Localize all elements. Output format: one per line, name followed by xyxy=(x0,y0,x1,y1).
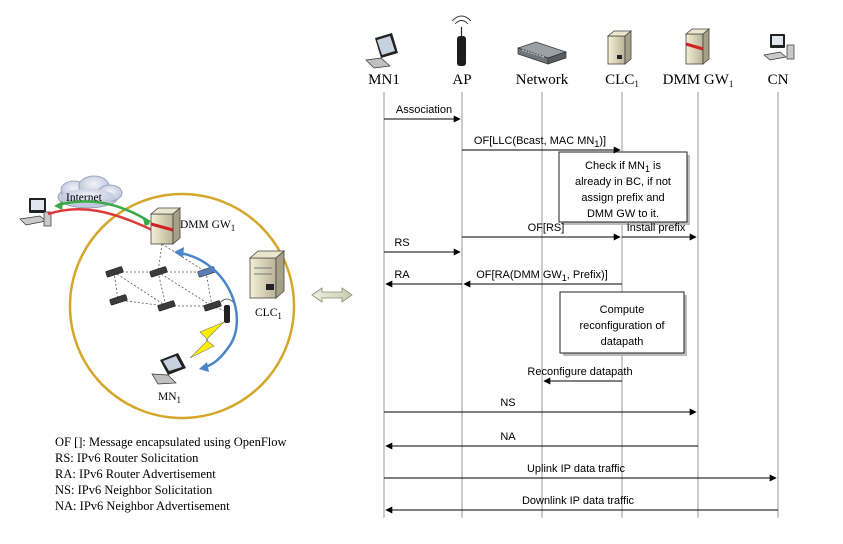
message-label: NS xyxy=(500,397,515,409)
message-label: Reconfigure datapath xyxy=(527,366,632,378)
internet-green-link xyxy=(57,200,151,224)
entity-name: Network xyxy=(516,72,569,88)
entity-label-cn: CN xyxy=(768,72,789,88)
legend: OF []: Message encapsulated using OpenFl… xyxy=(55,435,287,513)
switch-icon xyxy=(516,41,568,65)
legend-item: NS: IPv6 Neighbor Solicitation xyxy=(55,483,213,497)
message-label: RA xyxy=(394,269,410,281)
note-line: DMM GW to it. xyxy=(587,208,659,220)
entity-name: AP xyxy=(452,72,471,88)
wireless-link-icon xyxy=(189,321,225,359)
entity-label-clc: CLC1 xyxy=(605,72,639,89)
entity-label-ap: AP xyxy=(452,72,471,88)
switch-icons xyxy=(105,266,222,312)
note-line: reconfiguration of xyxy=(580,320,666,332)
controller-label: CLC1 xyxy=(255,307,282,321)
message-label: OF[LLC(Bcast, MAC MN1)] xyxy=(474,135,606,149)
entity-name: CN xyxy=(768,72,789,88)
notes: Check if MN1 is already in BC, if not assi… xyxy=(558,151,690,356)
entity-labels: MN1 AP Network CLC1 DMM GW1 CN xyxy=(368,72,788,89)
panel-link-double-arrow xyxy=(311,287,353,303)
internet-red-link xyxy=(47,208,153,232)
message-label: RS xyxy=(394,237,409,249)
note-box xyxy=(558,151,688,223)
legend-item: RA: IPv6 Router Advertisement xyxy=(55,467,216,481)
message-label: NA xyxy=(500,431,516,443)
computer-icon xyxy=(763,34,795,61)
remote-computer-icon xyxy=(19,198,52,227)
entity-label-mn1: MN1 xyxy=(368,72,400,88)
entity-name: MN1 xyxy=(368,72,400,88)
entity-label-network: Network xyxy=(516,72,569,88)
note-line: datapath xyxy=(601,336,644,348)
legend-item: RS: IPv6 Router Solicitation xyxy=(55,451,199,465)
topology-panel: Internet DMM GW1 xyxy=(19,175,353,420)
controller-server-icon xyxy=(248,250,286,299)
message-label: OF[RA(DMM GW1, Prefix)] xyxy=(476,269,608,283)
laptop-icon xyxy=(365,33,398,69)
switch-mesh xyxy=(113,243,229,313)
gateway-server-icon xyxy=(149,207,182,245)
mobile-node-laptop-icon xyxy=(151,353,186,385)
note-line: Check if MN1 is xyxy=(585,160,661,174)
access-point-icon xyxy=(451,15,472,66)
legend-item: NA: IPv6 Neighbor Advertisement xyxy=(55,499,230,513)
message-label: Uplink IP data traffic xyxy=(527,463,626,475)
mobility-path xyxy=(179,251,238,370)
entity-name: DMM GW xyxy=(663,72,730,88)
internet-cloud-icon xyxy=(57,175,123,209)
note-line: Compute xyxy=(600,304,645,316)
entity-name: CLC xyxy=(605,72,634,88)
server-icon xyxy=(606,30,633,65)
gateway-label: DMM GW1 xyxy=(180,219,235,233)
note-box xyxy=(559,291,685,354)
note-line: assign prefix and xyxy=(581,192,664,204)
mobile-label: MN1 xyxy=(158,391,181,405)
message-label: OF[RS] xyxy=(528,222,565,234)
gateway-server-icon xyxy=(684,28,711,65)
entities xyxy=(365,15,795,69)
message-label: Association xyxy=(396,104,452,116)
entity-label-dmmgw: DMM GW1 xyxy=(663,72,734,89)
domain-circle xyxy=(68,192,296,420)
message-label: Install prefix xyxy=(627,222,686,234)
access-point-small-icon xyxy=(220,298,234,323)
legend-item: OF []: Message encapsulated using OpenFl… xyxy=(55,435,287,449)
note-line: already in BC, if not xyxy=(575,176,671,188)
message-label: Downlink IP data traffic xyxy=(522,495,635,507)
